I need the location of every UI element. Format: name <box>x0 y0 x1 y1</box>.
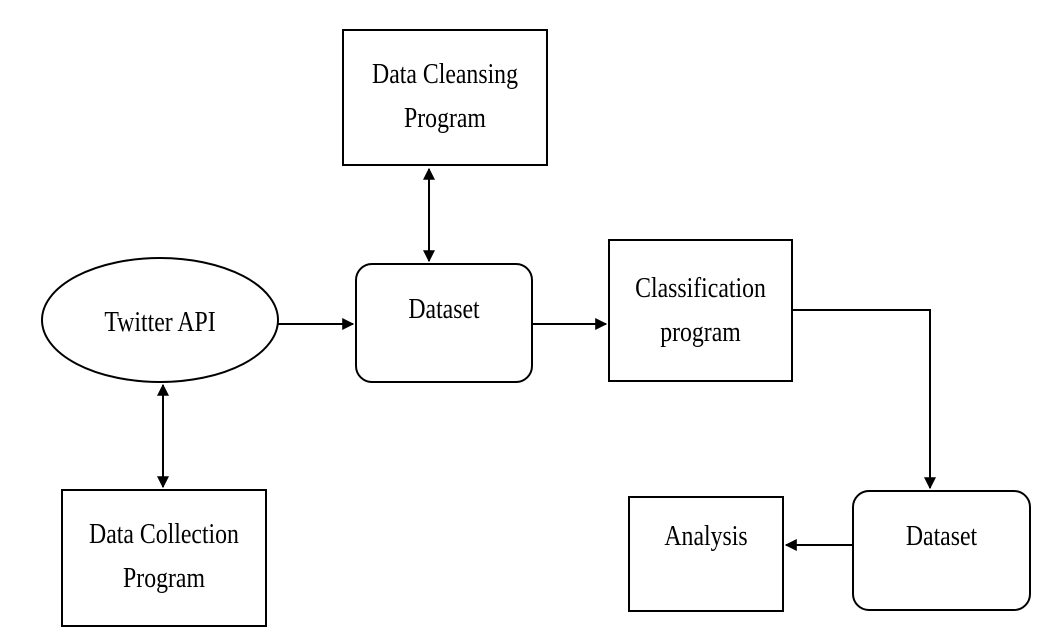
data-collection-box <box>61 489 267 627</box>
classification-label: Classification program <box>635 272 766 348</box>
twitter-api-label: Twitter API <box>104 306 216 338</box>
dataset-label: Dataset <box>408 293 480 325</box>
data-cleansing-label: Data Cleansing Program <box>372 58 518 134</box>
dataset-output-box <box>852 490 1031 611</box>
dataset-output-label: Dataset <box>905 520 978 552</box>
analysis-box <box>628 496 784 612</box>
data-cleansing-box <box>342 29 548 166</box>
data-collection-label: Data Collection Program <box>89 518 239 594</box>
analysis-label: Analysis <box>664 520 748 552</box>
twitter-api-ellipse <box>41 257 279 383</box>
classification-to-dataset-arrow <box>792 309 936 490</box>
